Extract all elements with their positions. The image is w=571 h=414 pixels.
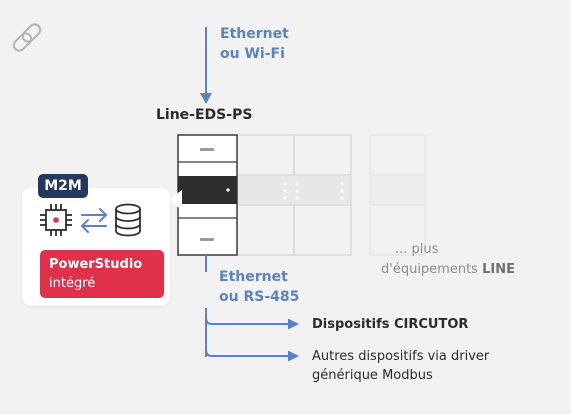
ethernet-rs485-line2: ou RS-485 [219,289,300,305]
target-modbus-line2: générique Modbus [312,368,433,383]
more-devices-label: ... plus d'équipements LINE [381,240,561,280]
more-devices-prefix: d'équipements [381,262,483,277]
more-devices-line1: ... plus [395,242,439,257]
m2m-icons [40,203,141,237]
powerstudio-badge: PowerStudio intégré [40,250,164,298]
exchange-arrows-icon [81,208,107,233]
more-devices-line2: d'équipements LINE [381,260,561,280]
powerstudio-subtitle: intégré [49,276,96,291]
line-eds-ps-module [177,134,238,256]
powerstudio-title: PowerStudio [49,257,143,272]
ethernet-wifi-line1: Ethernet [220,26,289,42]
target-modbus-label: Autres dispositifs via driver générique … [312,347,489,385]
target-circutor-label: Dispositifs CIRCUTOR [312,317,469,332]
card-pointer [168,190,182,210]
ethernet-rs485-line1: Ethernet [219,269,288,285]
arrowheads [288,318,299,362]
chip-icon [40,204,72,236]
ghost-modules [236,134,426,256]
m2m-badge: M2M [38,174,88,198]
database-icon [115,203,141,237]
ethernet-wifi-line2: ou Wi-Fi [220,46,285,62]
link-icon [12,23,42,52]
more-devices-line-bold: LINE [482,262,515,277]
device-name-label: Line-EDS-PS [156,107,253,123]
target-modbus-line1: Autres dispositifs via driver [312,349,490,364]
outgoing-arrows [205,255,290,357]
ethernet-wifi-label: Ethernet ou Wi-Fi [220,24,289,64]
incoming-arrow [200,27,212,104]
ethernet-rs485-label: Ethernet ou RS-485 [219,267,299,307]
